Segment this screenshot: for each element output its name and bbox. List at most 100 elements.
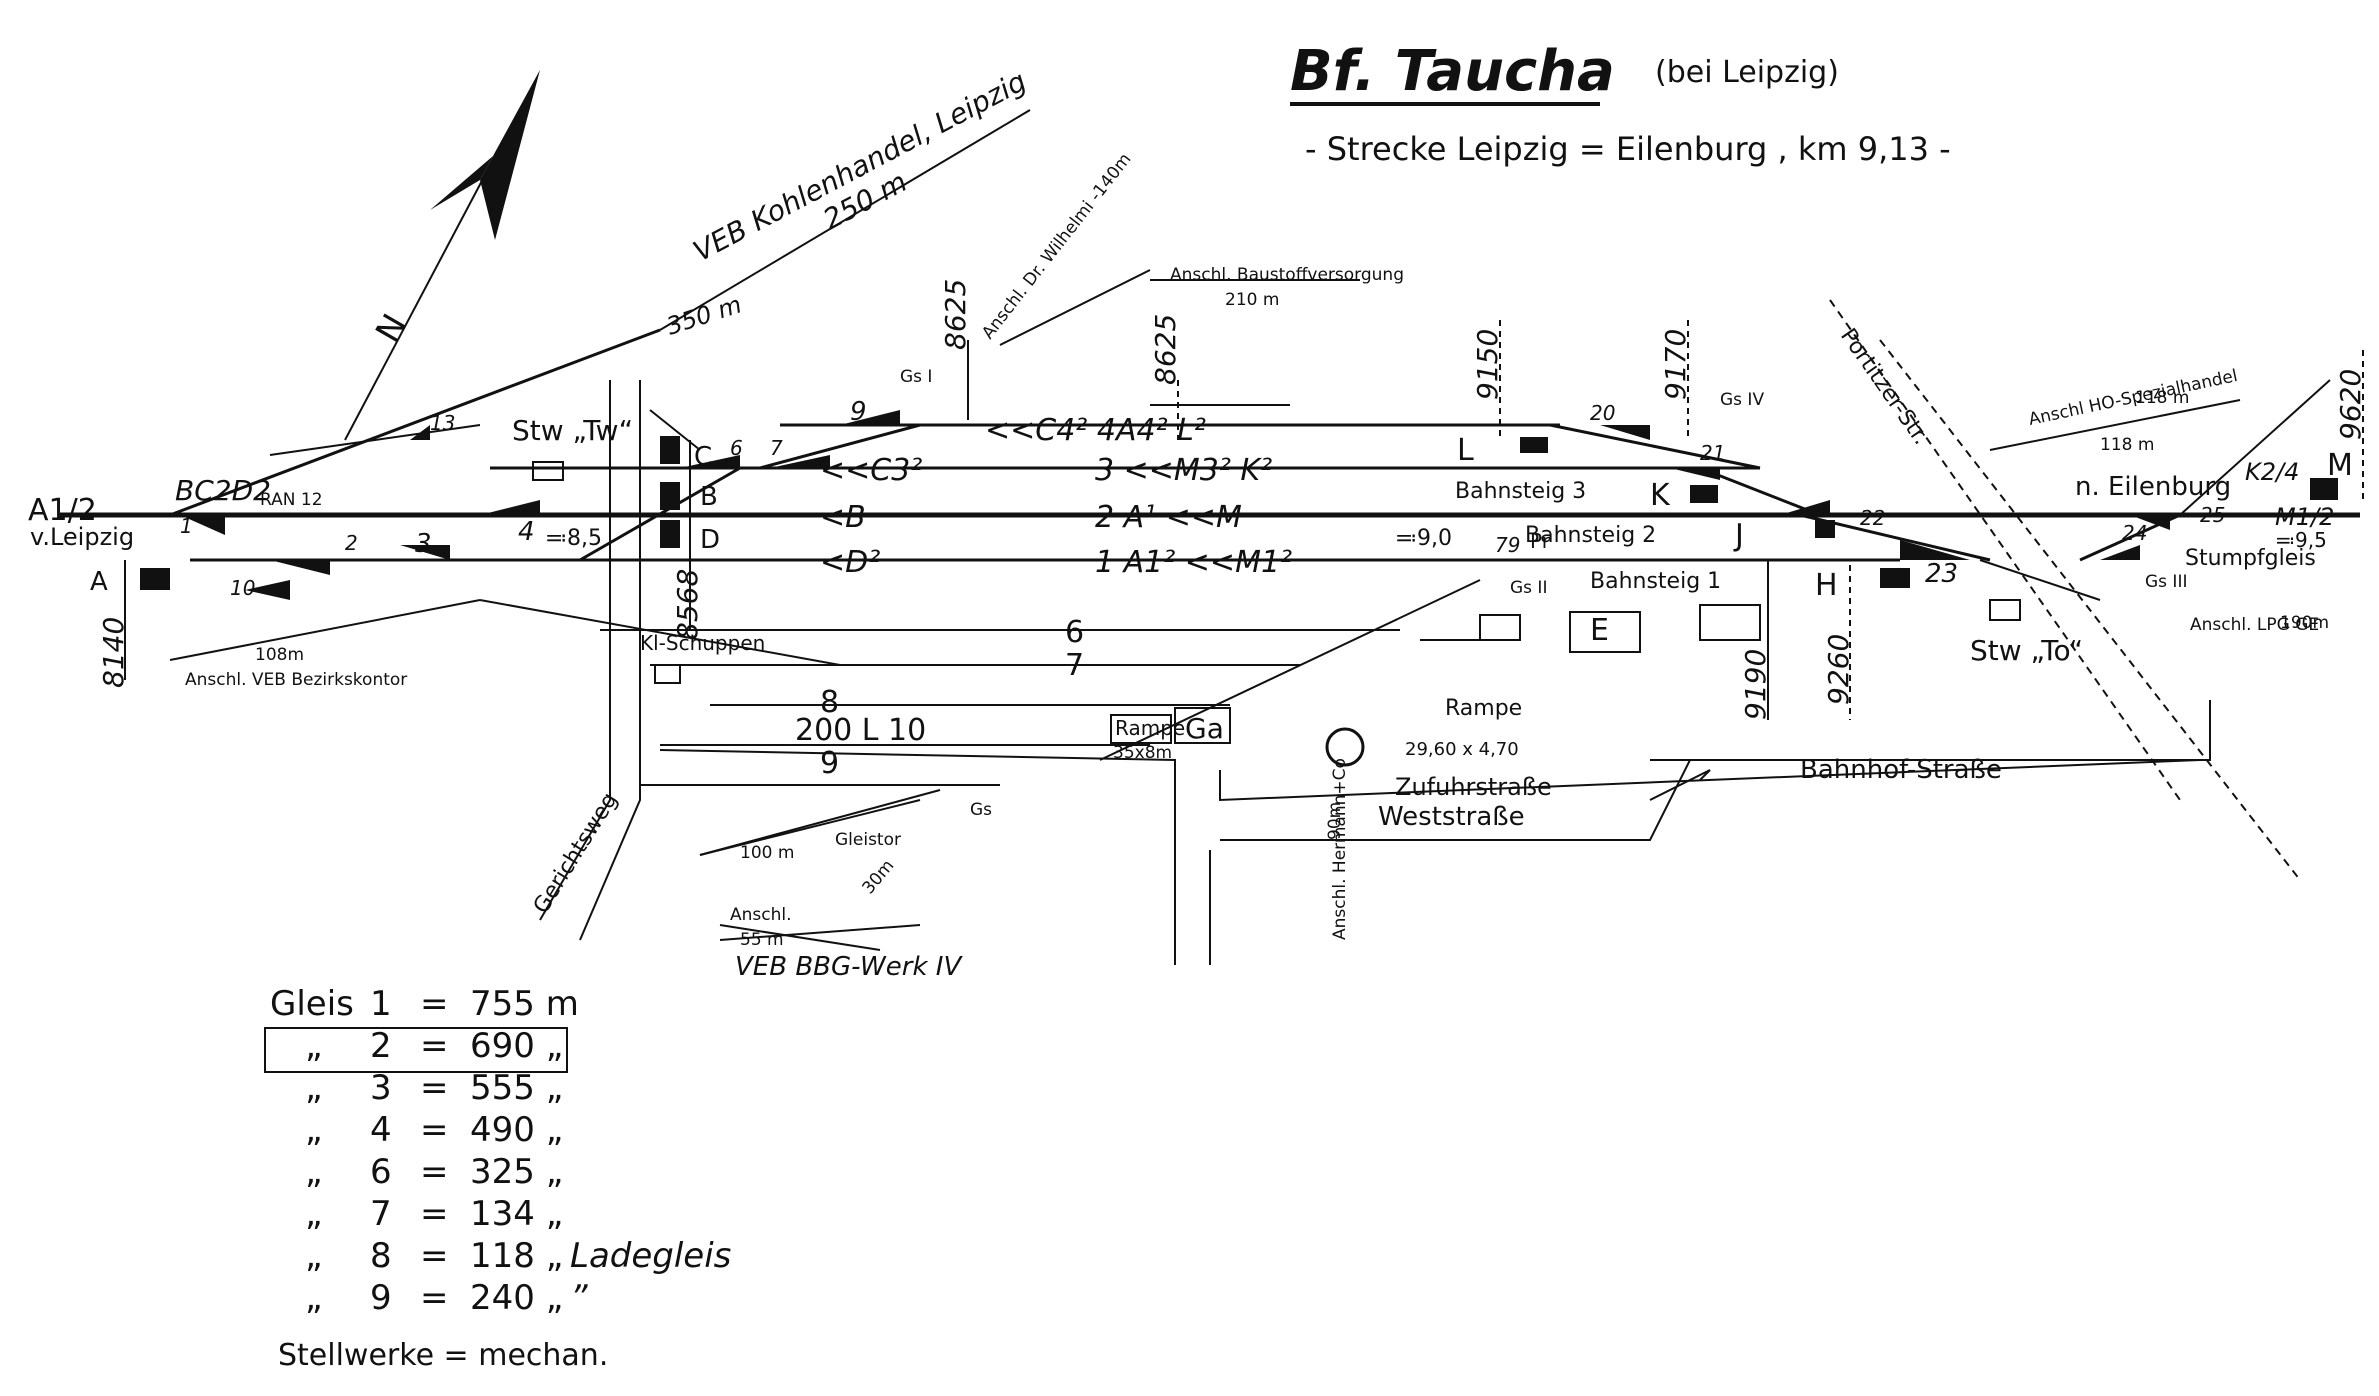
signal-d2-main: <D² [820,545,880,580]
legend-row-1-eq: = [420,984,449,1024]
signal-h: H [1815,568,1838,603]
north-arrow-icon: N [344,70,540,441]
legend-row-6-v: 134 „ [470,1194,563,1234]
zufuhrstrasse: Zufuhrstraße [1395,773,1552,801]
switch-wedges [180,410,2170,600]
legend-row-3-a: „ [305,1068,323,1108]
track-l10: 200 L 10 [795,713,926,748]
signal-b-main: <B [820,500,866,535]
o90: ≕9,0 [1395,526,1452,551]
legend-row-7-a: „ [305,1236,323,1276]
legend-row-8-a: „ [305,1278,323,1318]
track-numbers: 6 7 8 9 200 L 10 [795,615,1084,781]
legend-row-1-v: 755 m [470,984,579,1024]
station-labels: v.Leipzig n. Eilenburg Stumpfgleis Stw „… [30,324,2327,918]
route-subtitle: - Strecke Leipzig = Eilenburg , km 9,13 … [1305,130,1951,168]
title-main: Bf. Taucha [1290,39,1615,104]
gleistor-label: Gleistor [835,830,901,850]
km-9190: 9190 [1739,649,1772,720]
hermann-length: 90m [1325,802,1345,840]
legend-row-7-v: 118 „ [470,1236,563,1276]
portitzer-strasse: Portitzer-Str. [1835,324,1933,449]
switch-10: 10 [230,576,255,600]
rampe-1: Rampe [1115,716,1185,740]
hermann-label: Anschl. Hermann+Co [1330,758,1350,940]
signal-k: K [1650,478,1671,513]
switch-21: 21 [1700,441,1725,465]
gerichtsweg: Gerichtsweg [529,788,623,918]
stw-tw: Stw „Tw“ [512,414,633,447]
switch-20: 20 [1590,401,1615,425]
legend-row-6-a: „ [305,1194,323,1234]
gs2: Gs II [1510,578,1547,598]
signal-m12: M1/2 [2275,503,2334,531]
legend-row-3-v: 555 „ [470,1068,563,1108]
ho-length-2: 118 m [2100,435,2154,455]
signal-m: M [2327,448,2353,483]
gs1: Gs I [900,367,932,387]
north-label: N [368,307,415,349]
rampe2-size: 29,60 x 4,70 [1405,739,1519,760]
switch-6: 6 [730,436,743,460]
signal-c: C [694,442,712,472]
track-9: 9 [820,746,839,781]
legend-row-7-note: Ladegleis [570,1236,731,1276]
signal-bc2d2: BC2D2 [175,474,271,507]
signal-a: A [90,567,108,597]
legend-row-7-eq: = [420,1236,449,1276]
bahnsteig-3: Bahnsteig 3 [1455,479,1586,504]
legend-row-5-a: „ [305,1152,323,1192]
legend-row-6-eq: = [420,1194,449,1234]
pr: Pr [1530,529,1551,553]
rampe-2: Rampe [1445,696,1522,721]
kohlenhandel-label: VEB Kohlenhandel, Leipzig [688,64,1032,268]
legend-row-6-n: 7 [370,1194,392,1234]
legend-row-8-note: ” [570,1278,588,1318]
switch-4: 4 [518,517,535,547]
track-6: 6 [1065,615,1084,650]
switch-7: 7 [770,436,783,460]
switch-22: 22 [1860,506,1885,530]
switch-numbers: 1 2 3 4 6 7 9 10 13 20 21 22 23 24 25 79 [180,397,2225,600]
bahnhofstrasse: Bahnhof-Straße [1800,755,2002,785]
km-8625-b: 8625 [1149,314,1182,385]
legend-row-2-a: „ [305,1026,323,1066]
legend-row-4-v: 490 „ [470,1110,563,1150]
signal-l: L [1457,433,1474,468]
legend-row-3-eq: = [420,1068,449,1108]
o85: ≕8,5 [545,526,602,551]
signal-m32k2: 3 <<M3² K² [1095,453,1272,488]
o95: ≕9,5 [2275,528,2327,552]
km-8625-a: 8625 [939,279,972,350]
signal-c32: <<C3² [820,453,922,488]
switch-79: 79 [1495,533,1520,557]
legend-row-2-eq: = [420,1026,449,1066]
roads [539,299,2301,965]
signal-b: B [700,482,718,512]
rampe-size: 35x8m [1113,743,1172,763]
lpg-length: 190m [2280,613,2329,633]
signal-j: J [1733,518,1744,553]
signal-ran12: RAN 12 [260,490,323,510]
legend-highlight-box [264,1027,568,1073]
stw-to: Stw „To“ [1970,634,2083,667]
legend-row-1-n: 1 [370,984,392,1024]
wilhelmi-label: Anschl. Dr. Wilhelmi -140m [978,150,1135,343]
kl-schuppen: Kl-Schuppen [640,631,765,655]
gs4: Gs IV [1720,390,1764,410]
legend-row-2-v: 690 „ [470,1026,563,1066]
stumpfgleis: Stumpfgleis [2185,546,2316,571]
gs3: Gs III [2145,572,2187,592]
legend-row-5-eq: = [420,1152,449,1192]
switch-3: 3 [415,529,432,559]
switch-24: 24 [2122,521,2147,545]
switch-2: 2 [345,531,358,555]
legend-footer: Stellwerke = mechan. [278,1338,608,1373]
legend-row-7-n: 8 [370,1236,392,1276]
weststrasse: Weststraße [1378,802,1525,832]
switch-13: 13 [430,411,455,435]
nach-eilenburg: n. Eilenburg [2075,472,2231,502]
bbg-length: 55 m [740,930,784,950]
legend-row-5-n: 6 [370,1152,392,1192]
